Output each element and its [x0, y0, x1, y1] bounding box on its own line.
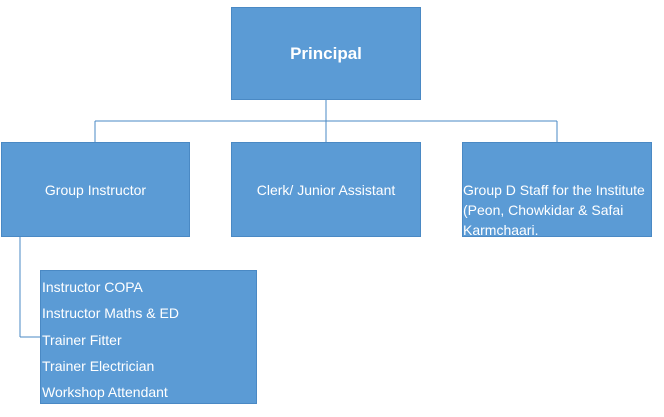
subordinate-item: Instructor COPA [42, 279, 143, 295]
group-d-staff-label: Group D Staff for the Institute (Peon, C… [463, 182, 645, 237]
group-instructor-label: Group Instructor [44, 181, 147, 198]
group-instructor-subordinates-box: Instructor COPA Instructor Maths & ED Tr… [40, 270, 257, 404]
clerk-label: Clerk/ Junior Assistant [256, 181, 396, 198]
principal-box: Principal [231, 7, 421, 100]
subordinate-item: Instructor Maths & ED [42, 305, 179, 322]
principal-label: Principal [290, 43, 362, 63]
subordinate-item: Trainer Fitter [42, 331, 122, 348]
group-instructor-box: Group Instructor [1, 142, 190, 237]
subordinate-item: Trainer Electrician [42, 357, 155, 374]
group-d-staff-box: Group D Staff for the Institute (Peon, C… [462, 142, 652, 237]
subordinate-item: Workshop Attendant [42, 384, 168, 401]
clerk-box: Clerk/ Junior Assistant [231, 142, 421, 237]
